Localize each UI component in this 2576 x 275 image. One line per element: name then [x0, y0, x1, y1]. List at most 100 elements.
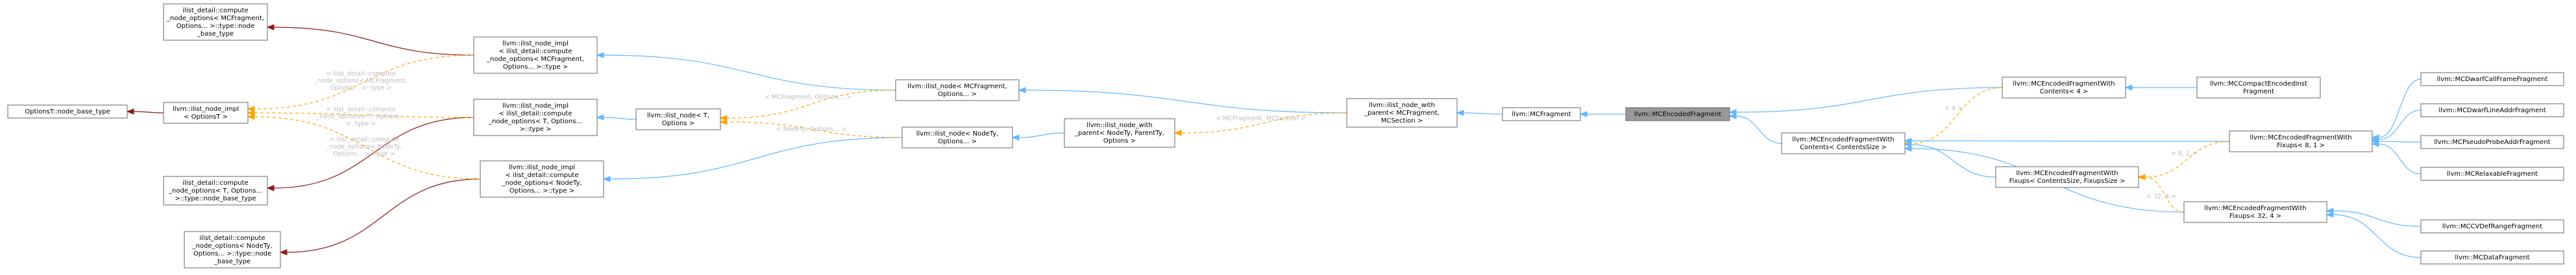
class-node-ilist-node-with-parent-mcfragment[interactable]: llvm::ilist_node_with_parent< MCFragment…	[1346, 98, 1458, 128]
arrow-head	[279, 249, 288, 256]
node-label-line: _parent< NodeTy, ParentTy,	[1074, 130, 1164, 137]
edge-ilist-node-impl-options-t-to-options-t-node-base-type	[126, 108, 164, 115]
edge-mcencoded-fragment-with-contents-contents-size-to-mcencoded-fragment	[1728, 113, 1782, 144]
edge-label-line: < 8, 1 >	[2171, 150, 2197, 158]
edge-line	[1181, 112, 1347, 134]
edge-label-line: < 4 >	[1944, 105, 1963, 112]
node-label-line: llvm::MCEncodedFragmentWith	[2016, 170, 2118, 177]
node-label-line: Options... >::type::node	[193, 250, 271, 257]
node-label-line: llvm::MCEncodedFragmentWith	[2013, 80, 2115, 88]
arrow-head	[1011, 134, 1020, 141]
arrow-head	[596, 52, 604, 58]
edge-ilist-node-impl-mcfragment-to-compute-node-options-mcfragment-base	[266, 24, 474, 56]
node-box	[1995, 166, 2139, 188]
node-label-line: llvm::MCEncodedFragmentWith	[2250, 134, 2351, 141]
arrow-head	[1728, 109, 1737, 115]
class-node-ilist-node-impl-options-t[interactable]: llvm::ilist_node_impl< OptionsT >	[163, 102, 249, 124]
edge-line	[2144, 141, 2230, 178]
node-label-line: llvm::MCEncodedFragment	[1634, 111, 1722, 118]
edge-line	[254, 116, 481, 180]
edge-line	[2333, 214, 2422, 258]
edge-mcrelaxable-fragment-to-mcencoded-fragment-with-fixups-8-1	[2371, 141, 2422, 174]
edge-line	[726, 121, 903, 138]
node-label-line: Options... >::type::node	[177, 23, 254, 30]
edge-line	[1025, 90, 1347, 114]
node-label-line: OptionsT::node_base_type	[25, 108, 110, 115]
edge-mcencoded-fragment-with-fixups-8-1-to-mcencoded-fragment-with-contents-contents-size	[1904, 138, 2230, 144]
class-node-ilist-node-impl-t[interactable]: llvm::ilist_node_impl< ilist_detail::com…	[473, 99, 598, 136]
edge-line	[273, 27, 474, 56]
node-label-line: ilist_detail::compute	[199, 235, 265, 242]
edge-line	[603, 54, 896, 91]
node-label-line: llvm::MCDwarfLineAddrFragment	[2438, 107, 2545, 114]
edge-ilist-node-impl-node-ty-to-ilist-node-impl-options-t	[247, 114, 481, 180]
edge-line	[603, 117, 637, 120]
node-label-line: llvm::ilist_node_with	[1086, 122, 1153, 129]
edge-ilist-node-impl-node-ty-to-compute-node-options-node-ty-base	[279, 178, 481, 256]
node-box	[163, 102, 249, 124]
node-label-line: llvm::MCCVDefRangeFragment	[2442, 223, 2542, 230]
node-box	[473, 99, 598, 136]
class-node-ilist-node-node-ty[interactable]: llvm::ilist_node< NodeTy, Options... >	[902, 126, 1013, 149]
class-node-compute-node-options-node-ty-base: ilist_detail::compute_node_options< Node…	[184, 231, 281, 269]
edge-ilist-node-node-ty-to-ilist-node-t	[719, 119, 903, 138]
node-box	[2196, 77, 2321, 99]
node-label-line: llvm::MCRelaxableFragment	[2447, 171, 2538, 178]
edge-line	[254, 54, 474, 110]
edge-line	[2378, 141, 2422, 143]
edge-line	[254, 112, 474, 118]
node-box	[895, 79, 1020, 101]
edge-ilist-node-impl-mcfragment-to-ilist-node-impl-options-t	[247, 54, 474, 112]
class-node-mcfragment[interactable]: llvm::MCFragment	[1502, 107, 1581, 121]
arrow-head	[1904, 138, 1912, 144]
node-label-line: llvm::ilist_node< MCFragment,	[907, 83, 1007, 90]
class-node-mcdata-fragment[interactable]: llvm::MCDataFragment	[2420, 250, 2564, 265]
edge-line	[1463, 112, 1503, 115]
arrow-head	[247, 114, 255, 120]
class-node-mccvdef-range-fragment[interactable]: llvm::MCCVDefRangeFragment	[2420, 219, 2564, 233]
node-label-line: _node_options< NodeTy,	[501, 180, 582, 187]
node-label-line: _base_type	[214, 258, 251, 265]
class-node-ilist-node-impl-mcfragment[interactable]: llvm::ilist_node_impl< ilist_detail::com…	[473, 36, 598, 74]
node-label-line: _parent< MCFragment,	[1364, 110, 1440, 117]
node-label-line: < OptionsT >	[184, 114, 228, 121]
arrow-head	[2325, 211, 2334, 218]
class-node-mcdwarf-line-addr-fragment[interactable]: llvm::MCDwarfLineAddrFragment	[2420, 103, 2564, 117]
class-node-ilist-node-t[interactable]: llvm::ilist_node< T, Options >	[635, 108, 721, 130]
class-node-mcrelaxable-fragment[interactable]: llvm::MCRelaxableFragment	[2420, 167, 2564, 181]
node-box	[2420, 250, 2564, 265]
edge-mcencoded-fragment-with-contents-4-to-mcencoded-fragment	[1728, 87, 2003, 115]
node-box	[1346, 98, 1458, 128]
class-node-mcpseudo-probe-addr-fragment[interactable]: llvm::MCPseudoProbeAddrFragment	[2420, 135, 2564, 149]
class-node-ilist-node-with-parent-node-ty[interactable]: llvm::ilist_node_with_parent< NodeTy, Pa…	[1064, 118, 1175, 148]
node-box	[163, 176, 268, 206]
edge-ilist-node-with-parent-mcfragment-to-ilist-node-with-parent-node-ty	[1173, 112, 1347, 136]
class-node-ilist-node-impl-node-ty[interactable]: llvm::ilist_node_impl< ilist_detail::com…	[480, 160, 604, 198]
arrow-head	[1728, 113, 1737, 119]
class-node-ilist-node-mcfragment[interactable]: llvm::ilist_node< MCFragment, Options...…	[895, 79, 1020, 101]
edge-line	[1911, 144, 1996, 178]
edge-label-line: < MCFragment, MCSection >	[1216, 115, 1305, 123]
node-label-line: Options... >::type >	[503, 64, 568, 71]
arrow-head	[247, 110, 255, 116]
arrow-head	[2124, 84, 2133, 91]
edge-mcdwarf-call-frame-fragment-to-mcencoded-fragment-with-fixups-8-1	[2371, 78, 2422, 141]
edge-mcencoded-fragment-to-mcfragment	[1579, 111, 1626, 117]
edge-label-line: >::type >	[346, 121, 376, 128]
node-box	[2002, 77, 2126, 99]
edge-labels: < ilist_detail::compute _node_options< MC…	[314, 71, 2197, 201]
diagram-edges	[126, 24, 2422, 258]
class-node-mcdwarf-call-frame-fragment[interactable]: llvm::MCDwarfCallFrameFragment	[2420, 72, 2564, 86]
node-box	[1625, 107, 1730, 121]
edge-label-line: _node_options< MCFragment,	[314, 78, 407, 85]
edge-line	[1018, 132, 1065, 138]
arrow-head	[1904, 141, 1912, 148]
node-label-line: ilist_detail::compute	[182, 180, 248, 187]
edge-label-line: < ilist_detail::compute	[329, 136, 399, 143]
